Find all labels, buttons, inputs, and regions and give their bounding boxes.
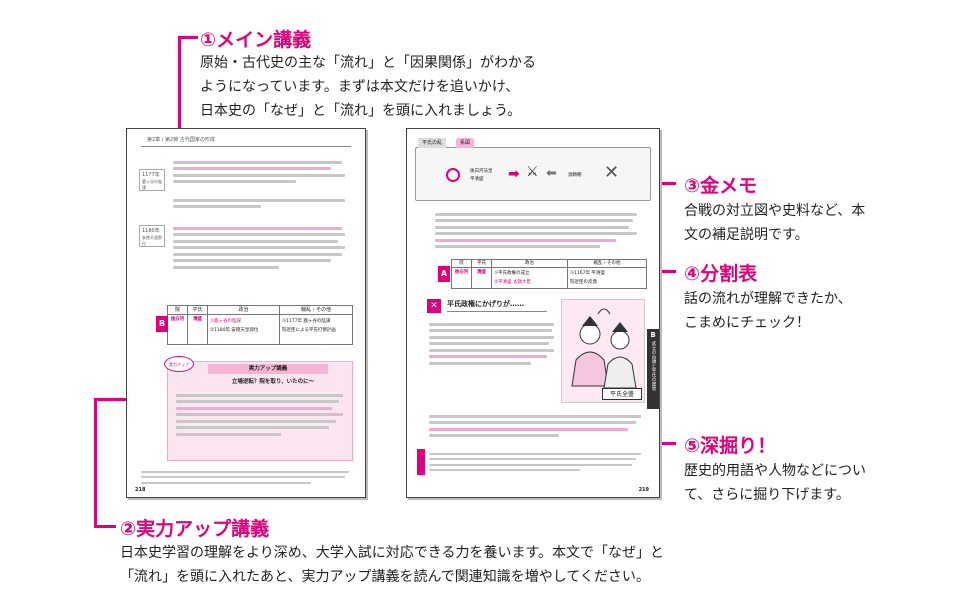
right-footnote	[429, 449, 645, 475]
right-th-2: 平氏	[472, 260, 492, 267]
advanced-box-subtitle: 立場逆転？院を取り、いたのに〜	[231, 379, 315, 385]
memo-arrow-left-icon: ⬅	[546, 166, 557, 181]
left-body-paragraph-3	[173, 223, 349, 272]
left-td-1: 後白河	[168, 315, 188, 345]
left-page-header: 第2章 / 第2節 古代国家の形成	[147, 137, 215, 143]
right-footnote-marker	[417, 449, 425, 475]
right-page: 平氏の乱 系図 後白河法皇 平清盛 ➡ ⚔ ⬅ 源頼朝 ✕ A 院 平氏 政治 …	[406, 128, 660, 498]
advanced-desc-line-2: 「流れ」を頭に入れたあと、実力アップ講義を読んで関連知識を増やしてください。	[120, 569, 650, 585]
deep-dive-title: ⑤深掘り！	[684, 435, 777, 457]
right-td-4: ②平清盛 太政大臣	[494, 280, 531, 285]
main-desc-line-3: 日本史の「なぜ」と「流れ」を頭に入れましょう。	[200, 103, 522, 119]
split-table-title: ④分割表	[684, 263, 758, 285]
deep-heading: 平氏政権にかげりが……	[447, 300, 524, 308]
advanced-leader-vertical	[94, 398, 97, 528]
left-th-1: 院	[168, 306, 188, 314]
left-page-number: 218	[135, 487, 146, 493]
main-leader-vertical	[178, 36, 181, 154]
split-table-description: 話の流れが理解できたか、 こまめにチェック！	[684, 287, 954, 335]
right-td-5: ①1167年 平清盛	[570, 271, 605, 276]
memo-cross-icon: ✕	[604, 162, 620, 183]
left-td-4: ②1180年 安徳天皇即位	[210, 328, 259, 333]
left-header-rule	[141, 146, 351, 147]
advanced-lecture-title: ②実力アップ講義	[120, 518, 270, 540]
memo-tab-2: 系図	[456, 138, 475, 148]
table-desc-line-2: こまめにチェック！	[684, 315, 810, 331]
memo-arrow-right-icon: ➡	[508, 166, 520, 182]
memo-swords-icon: ⚔	[526, 164, 539, 180]
left-footnote	[141, 467, 353, 487]
memo-label-3: 源頼朝	[568, 173, 582, 178]
left-th-4: 戦乱・その他	[300, 307, 331, 313]
side-tab: B 武士の台頭と平氏の盛衰	[647, 329, 659, 409]
illustration: 平氏全盛	[561, 299, 645, 403]
right-td-6: 院近臣の反発	[570, 280, 597, 285]
advanced-box-text	[176, 390, 346, 439]
side-tab-text: 武士の台頭と平氏の盛衰	[651, 341, 656, 391]
main-leader-horizontal	[178, 36, 198, 39]
deep-text	[429, 319, 557, 368]
illustration-banner: 平氏全盛	[602, 388, 642, 400]
deep-dive-description: 歴史的用語や人物などについ て、さらに掘り下げます。	[684, 459, 960, 507]
memo-desc-line-1: 合戦の対立図や史料など、本	[684, 203, 866, 219]
left-td-5: ①1177年 鹿ヶ谷の陰謀	[282, 319, 331, 324]
margin-tag-2: 1180年 安徳天皇即位	[139, 225, 165, 247]
advanced-desc-line-1: 日本史学習の理解をより深め、大学入試に対応できる力を養います。本文で「なぜ」と	[120, 545, 665, 561]
right-th-3: 政治	[492, 260, 568, 267]
left-split-table: B 院 平氏 政治 戦乱・その他 後白河 清盛 ①鹿ヶ谷の陰謀 ②1180年 安…	[156, 305, 353, 345]
deep-desc-line-1: 歴史的用語や人物などについ	[684, 463, 866, 479]
left-td-3: ①鹿ヶ谷の陰謀	[210, 319, 242, 324]
right-th-4: 戦乱・その他	[593, 261, 621, 266]
memo-tab: 平氏の乱	[418, 138, 447, 148]
main-lecture-title: ①メイン講義	[200, 29, 312, 51]
side-tab-badge: B	[650, 331, 656, 339]
right-body-paragraph-2	[429, 411, 645, 441]
deep-desc-line-2: て、さらに掘り下げます。	[684, 487, 850, 503]
left-th-3: 政治	[208, 306, 280, 314]
right-th-1: 院	[452, 260, 472, 267]
advanced-lecture-box: 実力アップ 実力アップ講義 立場逆転？院を取り、いたのに〜	[164, 356, 353, 461]
advanced-box-badge: 実力アップ	[164, 356, 194, 372]
deep-heading-rule	[447, 311, 547, 312]
right-split-table: A 院 平氏 政治 戦乱・その他 後白河 清盛 ①平氏政権の成立 ②平清盛 太政…	[438, 259, 647, 289]
right-td-2: 清盛	[472, 268, 492, 288]
left-table-badge: B	[156, 316, 168, 332]
memo-title: ③金メモ	[684, 175, 758, 197]
memo-box: 平氏の乱 系図 後白河法皇 平清盛 ➡ ⚔ ⬅ 源頼朝 ✕	[415, 138, 651, 201]
main-lecture-description: 原始・古代史の主な「流れ」と「因果関係」がわかる ようになっています。まずは本文…	[200, 51, 580, 123]
left-td-2: 清盛	[188, 315, 208, 345]
table-desc-line-1: 話の流れが理解できたか、	[684, 291, 852, 307]
deep-leader-horizontal	[646, 442, 676, 445]
right-table-badge: A	[438, 266, 450, 282]
deep-heading-icon: ✕	[427, 299, 441, 313]
left-body-paragraph-1	[173, 157, 349, 187]
memo-description: 合戦の対立図や史料など、本 文の補足説明です。	[684, 199, 954, 247]
main-desc-line-2: ようになっています。まずは本文だけを追いかけ、	[200, 79, 520, 95]
memo-circle-icon	[446, 168, 460, 182]
left-th-2: 平氏	[188, 306, 208, 314]
right-page-number: 219	[638, 487, 649, 493]
right-td-1: 後白河	[452, 268, 472, 288]
margin-tag-1: 1177年 鹿ヶ谷の陰謀	[139, 169, 165, 191]
memo-label-1: 後白河法皇	[470, 169, 493, 174]
memo-label-2: 平清盛	[470, 177, 484, 182]
memo-desc-line-2: 文の補足説明です。	[684, 227, 809, 243]
advanced-lecture-description: 日本史学習の理解をより深め、大学入試に対応できる力を養います。本文で「なぜ」と …	[120, 541, 700, 589]
advanced-leader-horizontal-bottom	[94, 525, 116, 528]
left-td-6: 院近臣による平氏打倒計画	[282, 328, 336, 333]
advanced-box-title: 実力アップ講義	[208, 364, 328, 374]
right-body-paragraph-1	[435, 209, 641, 252]
right-td-3: ①平氏政権の成立	[494, 271, 530, 276]
left-page: 第2章 / 第2節 古代国家の形成 1177年 鹿ヶ谷の陰謀 1180年 安徳天…	[126, 128, 366, 498]
main-desc-line-1: 原始・古代史の主な「流れ」と「因果関係」がわかる	[200, 55, 536, 71]
left-body-paragraph-2	[173, 195, 349, 212]
illustration-figures	[571, 308, 637, 389]
